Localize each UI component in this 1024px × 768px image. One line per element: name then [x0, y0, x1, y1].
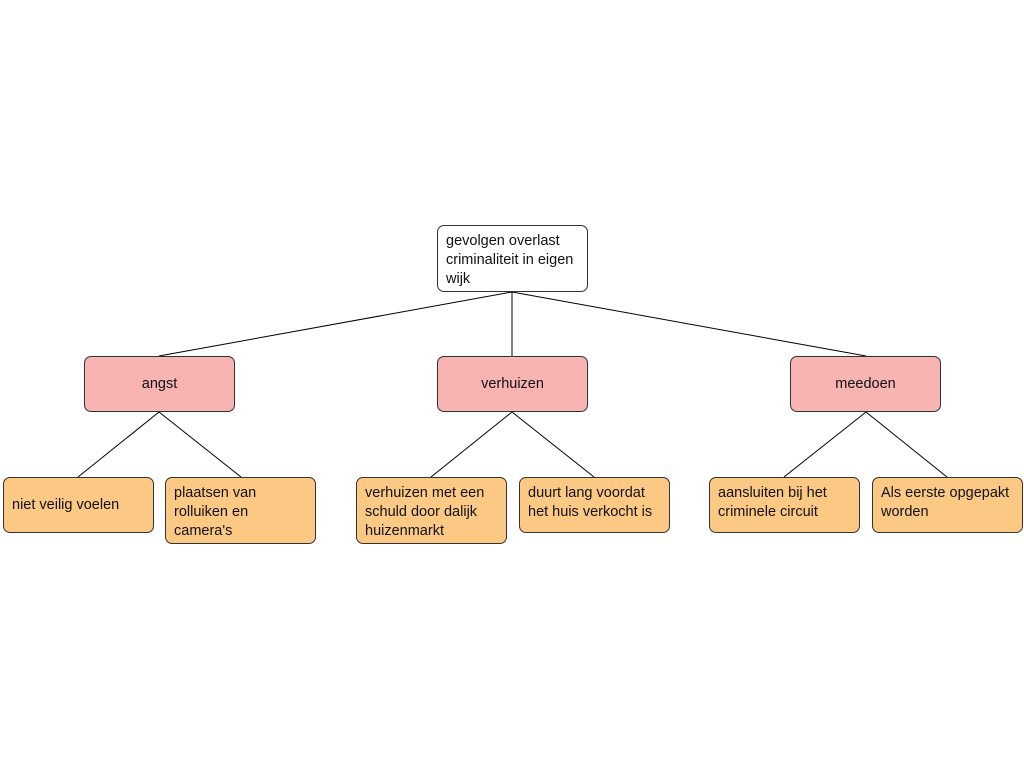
leaf-label: aansluiten bij het criminele circuit: [718, 485, 827, 520]
link-verhuizen-leaf-1: [430, 411, 513, 478]
leaf-node: niet veilig voelen: [3, 477, 154, 533]
root-node: gevolgen overlast criminaliteit in eigen…: [437, 225, 588, 292]
branch-label: verhuizen: [481, 375, 544, 392]
link-root-angst: [158, 291, 513, 357]
leaf-node: aansluiten bij het criminele circuit: [709, 477, 860, 533]
branch-label: angst: [141, 375, 178, 392]
branch-node-angst: angst: [84, 356, 235, 412]
link-root-meedoen: [511, 291, 867, 357]
leaf-label: plaatsen van rolluiken en camera's: [174, 485, 257, 539]
leaf-label: duurt lang voordat het huis verkocht is: [528, 485, 653, 520]
leaf-label: verhuizen met een schuld door dalijk hui…: [365, 485, 485, 539]
link-meedoen-leaf-1: [783, 411, 867, 478]
branch-label: meedoen: [835, 375, 896, 392]
link-meedoen-leaf-2: [865, 411, 948, 478]
link-angst-leaf-1: [77, 411, 160, 478]
leaf-node: duurt lang voordat het huis verkocht is: [519, 477, 670, 533]
leaf-label: niet veilig voelen: [12, 496, 120, 513]
leaf-node: Als eerste opgepakt worden: [872, 477, 1023, 533]
root-node-label: gevolgen overlast criminaliteit in eigen…: [446, 233, 574, 287]
link-verhuizen-leaf-2: [511, 411, 595, 478]
link-angst-leaf-2: [158, 411, 242, 478]
branch-node-verhuizen: verhuizen: [437, 356, 588, 412]
leaf-node: verhuizen met een schuld door dalijk hui…: [356, 477, 507, 544]
branch-node-meedoen: meedoen: [790, 356, 941, 412]
leaf-label: Als eerste opgepakt worden: [881, 485, 1010, 520]
leaf-node: plaatsen van rolluiken en camera's: [165, 477, 316, 544]
